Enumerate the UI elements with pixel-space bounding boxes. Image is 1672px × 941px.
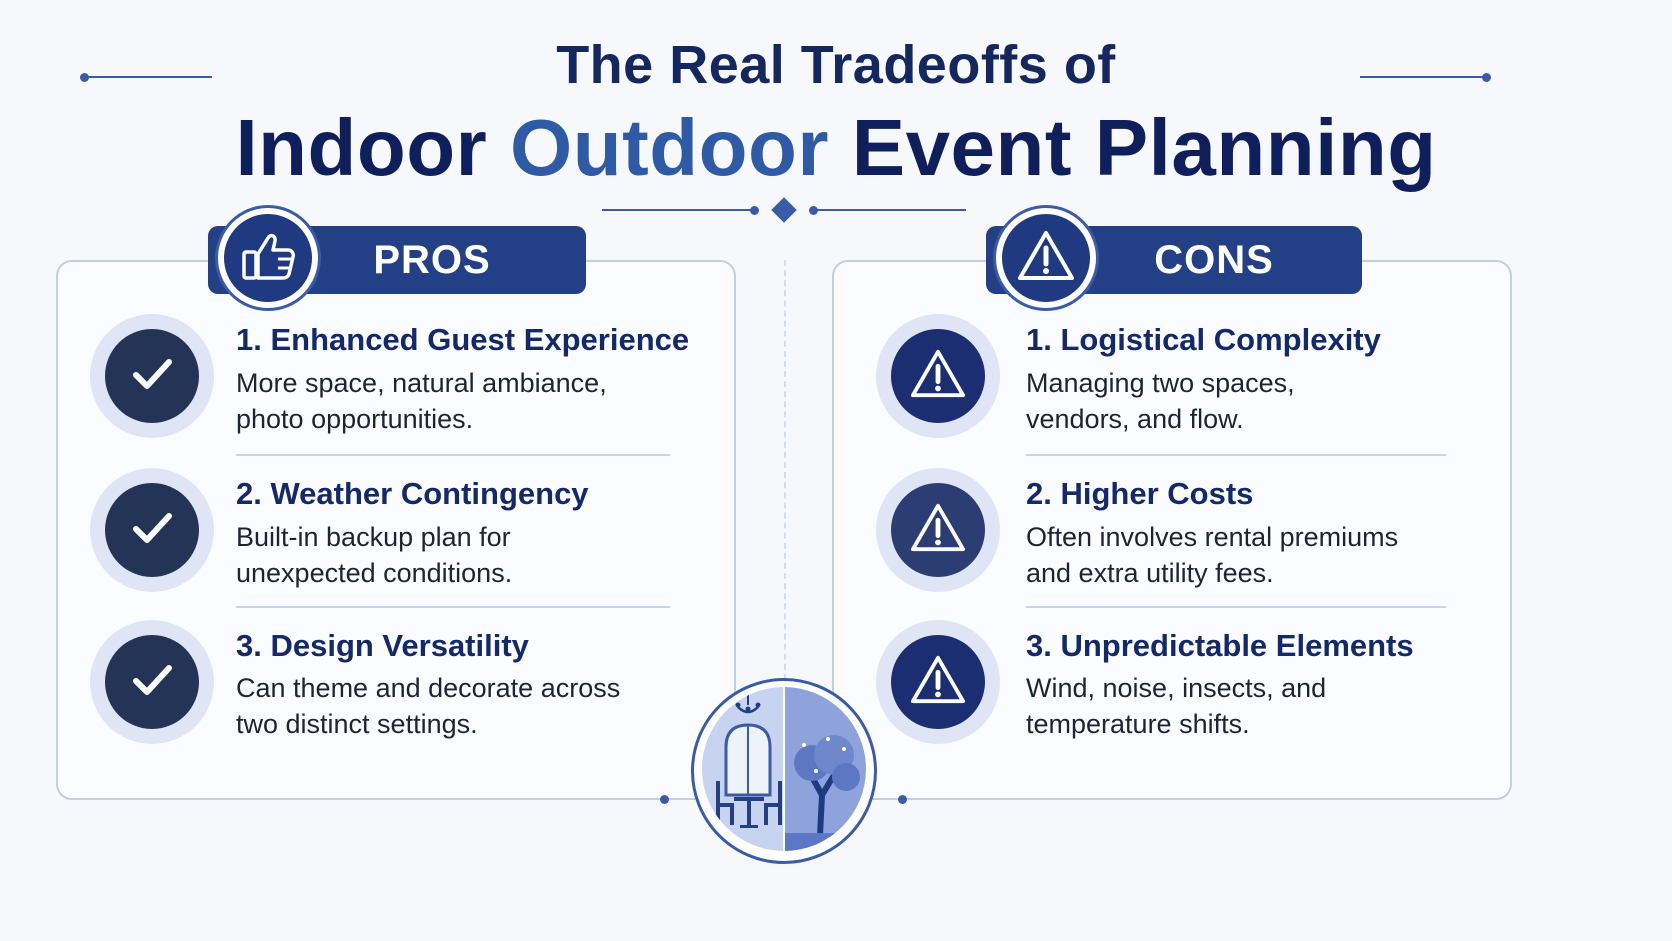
pros-item-2-title: 2. Weather Contingency	[236, 476, 589, 511]
cons-item-3-desc-line2: temperature shifts.	[1026, 709, 1250, 739]
cons-item-2-desc-line1: Often involves rental premiums	[1026, 522, 1399, 552]
warning-triangle-icon	[908, 501, 968, 560]
pros-item-1-icon-ring	[90, 314, 214, 438]
pros-item-2-desc-line2: unexpected conditions.	[236, 558, 513, 588]
cons-divider-1	[1026, 454, 1446, 456]
indoor-outdoor-split-icon	[700, 685, 868, 858]
ornament-left-dot	[750, 206, 759, 215]
cons-item-1-desc-line2: vendors, and flow.	[1026, 404, 1244, 434]
pros-item-1-desc-line1: More space, natural ambiance,	[236, 368, 607, 398]
cons-item-1-icon-circle	[891, 329, 985, 423]
pros-label: PROS	[373, 238, 491, 282]
warning-triangle-icon	[908, 653, 968, 712]
header-left-rule	[84, 76, 212, 78]
pros-divider-2	[236, 606, 670, 608]
cons-item-3-title: 3. Unpredictable Elements	[1026, 628, 1414, 663]
ornament-left-rule	[602, 209, 752, 211]
cons-item-2-icon-circle	[891, 483, 985, 577]
pros-item-3-desc-line2: two distinct settings.	[236, 709, 478, 739]
header-left-dot	[80, 73, 89, 82]
thumbs-up-icon	[238, 226, 298, 291]
title-prefix: The Real Tradeoffs of	[556, 35, 1116, 95]
cons-item-1-title: 1. Logistical Complexity	[1026, 322, 1381, 357]
pros-item-1-title: 1. Enhanced Guest Experience	[236, 322, 690, 357]
title-word-rest: Event Planning	[851, 103, 1437, 192]
cons-label: CONS	[1154, 238, 1274, 282]
pros-item-2-icon-circle	[105, 483, 199, 577]
pros-item-3-icon-circle	[105, 635, 199, 729]
cons-divider-2	[1026, 606, 1446, 608]
cons-item-1-icon-ring	[876, 314, 1000, 438]
pros-divider-1	[236, 454, 670, 456]
header-right-dot	[1482, 73, 1491, 82]
title-word-outdoor: Outdoor	[510, 103, 829, 192]
pros-panel-corner-dot	[660, 795, 669, 804]
cons-panel-corner-dot	[898, 795, 907, 804]
cons-item-1-desc-line1: Managing two spaces,	[1026, 368, 1295, 398]
warning-triangle-icon	[1015, 228, 1077, 289]
header-right-rule	[1360, 76, 1488, 78]
cons-badge	[996, 208, 1096, 308]
warning-triangle-icon	[908, 347, 968, 406]
checkmark-icon	[127, 655, 177, 710]
pros-item-3-icon-ring	[90, 620, 214, 744]
cons-item-3-icon-ring	[876, 620, 1000, 744]
center-divider	[784, 260, 786, 680]
pros-item-3-title: 3. Design Versatility	[236, 628, 529, 663]
pros-item-1-desc-line2: photo opportunities.	[236, 404, 474, 434]
pros-item-2-desc-line1: Built-in backup plan for	[236, 522, 511, 552]
ornament-right-rule	[816, 209, 966, 211]
checkmark-icon	[127, 503, 177, 558]
cons-item-2-title: 2. Higher Costs	[1026, 476, 1254, 511]
cons-item-2-desc-line2: and extra utility fees.	[1026, 558, 1274, 588]
checkmark-icon	[127, 349, 177, 404]
cons-item-3-icon-circle	[891, 635, 985, 729]
cons-item-3-desc-line1: Wind, noise, insects, and	[1026, 673, 1327, 703]
center-medal	[691, 678, 877, 864]
ornament-right-dot	[809, 206, 818, 215]
pros-item-3-desc-line1: Can theme and decorate across	[236, 673, 621, 703]
ornament-diamond	[771, 197, 797, 223]
cons-item-2-icon-ring	[876, 468, 1000, 592]
pros-badge	[218, 208, 318, 308]
pros-item-1-icon-circle	[105, 329, 199, 423]
page-title: Indoor Outdoor Event Planning	[0, 102, 1672, 194]
pros-item-2-icon-ring	[90, 468, 214, 592]
title-word-indoor: Indoor	[235, 103, 488, 192]
